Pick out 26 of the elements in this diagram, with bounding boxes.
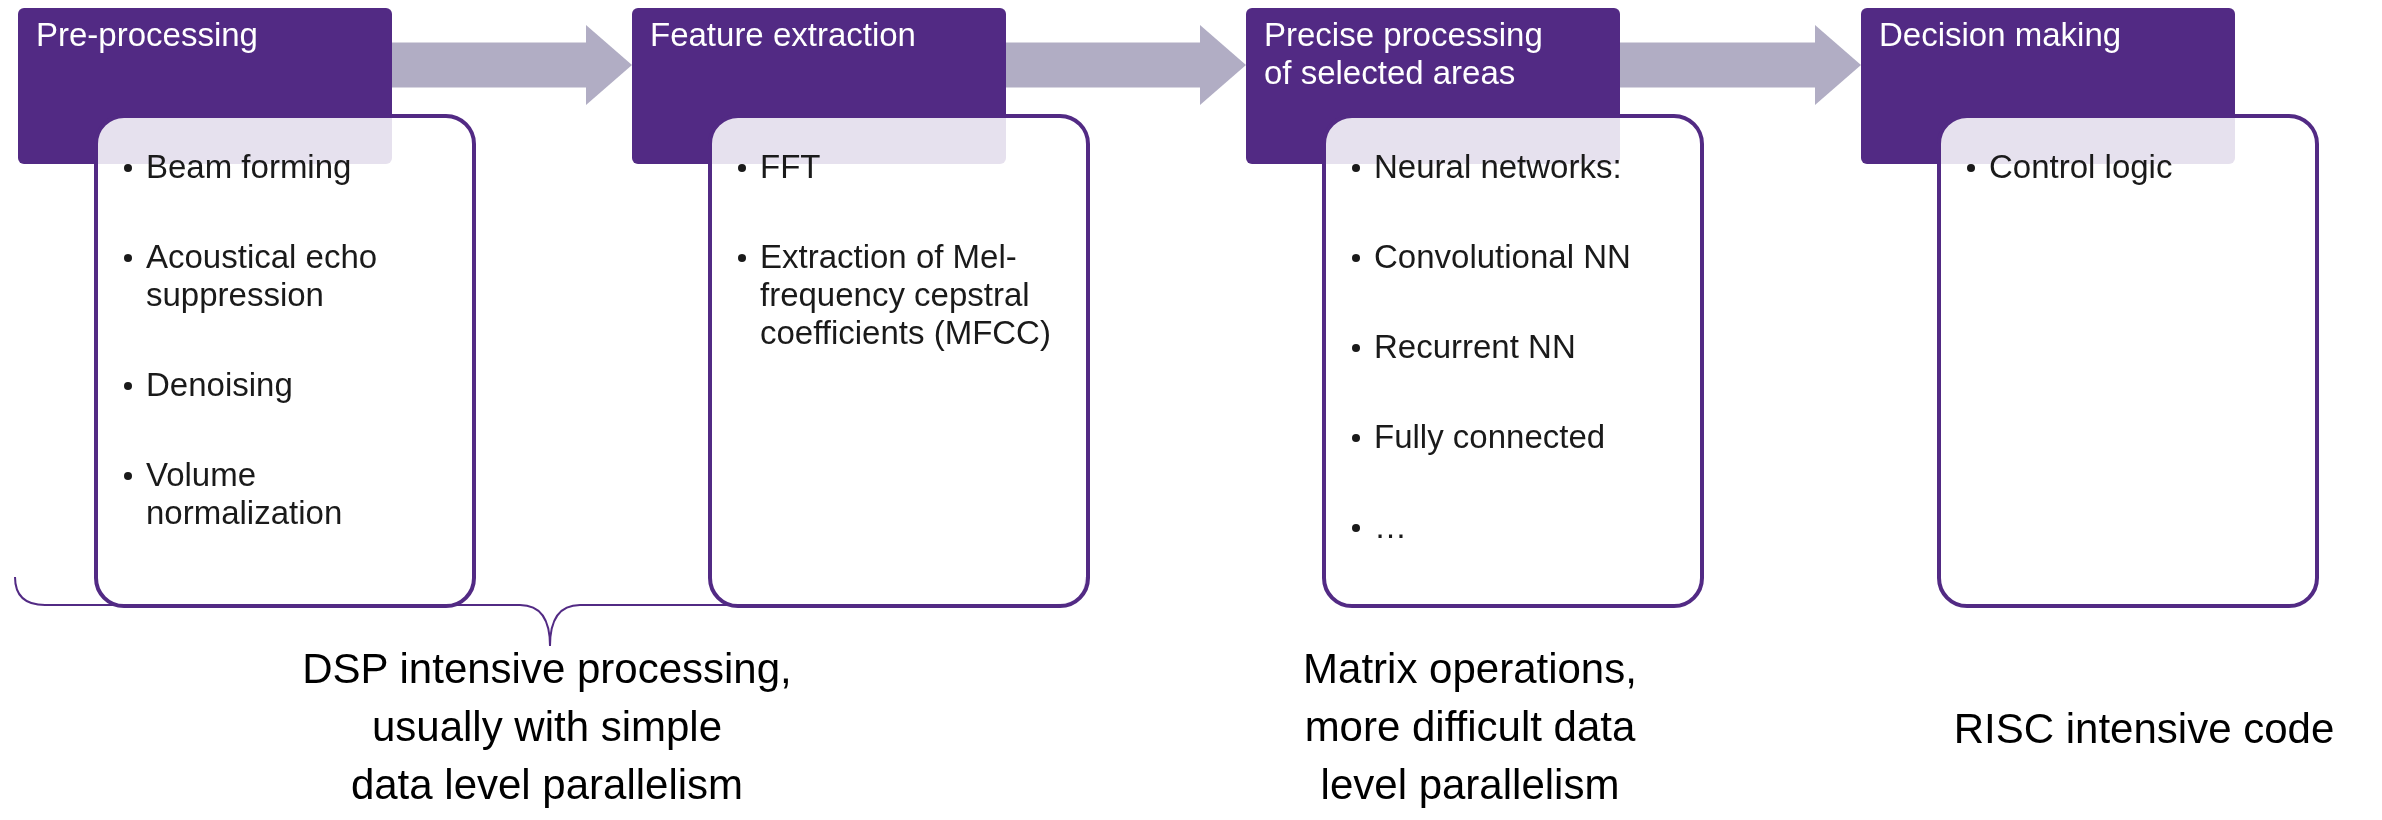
bullet-text: …: [1374, 508, 1407, 546]
stage-card: [94, 114, 476, 608]
bullet-text: Acoustical echo suppression: [146, 238, 379, 314]
bullet-text: Beam forming: [146, 148, 352, 186]
bullet-text: Control logic: [1989, 148, 2173, 186]
bullet-text: Fully connected: [1374, 418, 1606, 456]
bullet-text: Extraction of Mel-frequency cepstral coefficients (MFCC): [760, 238, 1052, 352]
bullet-text: Recurrent NN: [1374, 328, 1576, 366]
block-arrow: [392, 25, 632, 105]
bullet-text: Volume normalization: [146, 456, 344, 532]
bullet-text: Convolutional NN: [1374, 238, 1631, 276]
stage-title: Precise processing of selected areas: [1264, 16, 1544, 92]
group-note: Matrix operations, more difficult data level parallelism: [1302, 644, 1638, 810]
block-arrow: [1006, 25, 1246, 105]
bullet-text: Neural networks:: [1374, 148, 1622, 186]
stage-card: [1937, 114, 2319, 608]
stage-title: Decision making: [1879, 16, 2123, 54]
stage-title: Pre-processing: [36, 16, 259, 54]
stage-title: Feature extraction: [650, 16, 917, 54]
stage-card: [1322, 114, 1704, 608]
block-arrow: [1620, 25, 1861, 105]
bullet-text: FFT: [760, 148, 821, 186]
stage-card: [708, 114, 1090, 608]
group-note: RISC intensive code: [1952, 704, 2336, 754]
bullet-text: Denoising: [146, 366, 293, 404]
group-note: DSP intensive processing, usually with simple data level parallelism: [301, 644, 793, 810]
